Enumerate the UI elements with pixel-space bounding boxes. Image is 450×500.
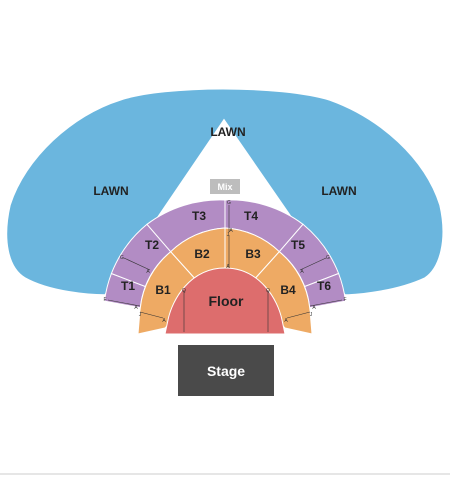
section-floor[interactable]: [164, 267, 286, 335]
row-marker: A: [229, 228, 233, 234]
row-marker: F: [103, 297, 106, 303]
section-t2-label: T2: [145, 238, 159, 252]
row-marker: A: [312, 305, 316, 311]
mix-label: Mix: [217, 182, 232, 192]
row-marker: G: [227, 200, 231, 206]
section-b3-label: B3: [245, 247, 261, 261]
row-markers: F A G A G A G A F A J A J A J A Q Q: [103, 200, 346, 324]
section-floor-label: Floor: [209, 293, 245, 309]
stage-label: Stage: [207, 363, 245, 379]
section-b4-label: B4: [280, 283, 296, 297]
section-b1-label: B1: [155, 283, 171, 297]
aisle-line: [123, 257, 151, 271]
row-marker: Q: [266, 288, 270, 294]
row-marker: G: [120, 255, 124, 261]
aisle-lines: [107, 205, 343, 332]
lawn-label-right: LAWN: [321, 184, 356, 198]
section-lawn[interactable]: [5, 88, 444, 296]
section-t1-label: T1: [121, 279, 135, 293]
row-marker: Q: [182, 288, 186, 294]
row-marker: J: [139, 312, 142, 318]
row-marker: A: [134, 305, 138, 311]
row-marker: A: [284, 318, 288, 324]
row-marker: A: [300, 269, 304, 275]
row-marker: A: [162, 318, 166, 324]
row-marker: G: [326, 255, 330, 261]
row-marker: J: [227, 232, 230, 238]
row-marker: J: [310, 312, 313, 318]
row-marker: A: [146, 269, 150, 275]
section-t3-label: T3: [192, 209, 206, 223]
section-t4-label: T4: [244, 209, 258, 223]
mix-position: [208, 177, 242, 196]
lawn-label-left: LAWN: [93, 184, 128, 198]
lawn-label-top: LAWN: [210, 125, 245, 139]
aisle-line: [139, 311, 164, 319]
stage: [178, 345, 274, 396]
section-b2-label: B2: [194, 247, 210, 261]
section-t5-label: T5: [291, 238, 305, 252]
aisle-line: [309, 299, 343, 307]
row-marker: A: [226, 264, 230, 270]
section-t6-label: T6: [317, 279, 331, 293]
row-marker: F: [343, 297, 346, 303]
aisle-line: [107, 299, 141, 307]
aisle-line: [286, 311, 311, 319]
aisle-line: [299, 257, 327, 271]
